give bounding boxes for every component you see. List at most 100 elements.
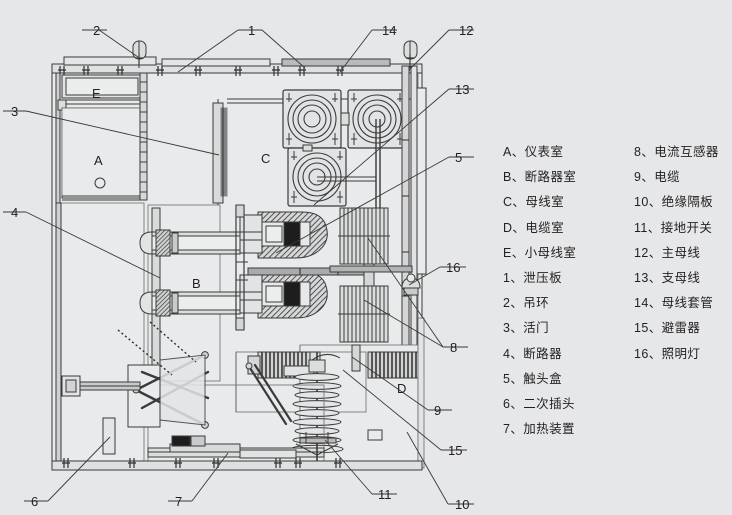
legend-text: 避雷器 <box>661 321 701 336</box>
legend-key: A、 <box>503 145 525 159</box>
legend-item-11: 11、接地开关 <box>634 216 719 241</box>
callout-number-5: 5 <box>455 150 463 165</box>
legend-item-E: E、小母线室 <box>503 241 576 266</box>
callout-leader-1b <box>261 29 306 69</box>
legend-item-5: 5、触头盒 <box>503 367 576 392</box>
callout-leader-15 <box>342 369 442 451</box>
legend-text: 电流互感器 <box>654 145 719 159</box>
legend-key: 13、 <box>634 270 662 285</box>
callout-leader-4 <box>25 211 161 279</box>
callout-leader-12 <box>408 29 450 71</box>
legend-text: 仪表室 <box>524 145 564 159</box>
callout-leader-7 <box>191 452 229 502</box>
callout-number-9: 9 <box>434 403 442 418</box>
legend-key: 5、 <box>503 371 524 386</box>
callout-number-13: 13 <box>455 82 470 97</box>
legend-text: 母线套管 <box>661 296 714 311</box>
legend-item-14: 14、母线套管 <box>634 291 719 316</box>
legend-item-6: 6、二次插头 <box>503 392 576 417</box>
callout-leader-5 <box>275 156 450 254</box>
callout-leader-1 <box>177 29 239 73</box>
callout-number-7: 7 <box>175 494 183 509</box>
contact-arm-upper <box>139 229 241 257</box>
legend-text: 二次插头 <box>523 396 575 411</box>
legend-key: 9、 <box>634 170 655 185</box>
legend-text: 主母线 <box>661 245 701 260</box>
callout-leader-13 <box>313 88 450 206</box>
compartment-letter-E: E <box>92 86 101 101</box>
callout-number-6: 6 <box>31 494 39 509</box>
legend-key: 4、 <box>503 346 524 361</box>
callout-leader-lines <box>3 29 474 505</box>
legend-text: 接地开关 <box>660 220 713 235</box>
legend-item-16: 16、照明灯 <box>634 342 719 367</box>
legend-text: 电缆 <box>654 170 681 185</box>
callout-leader-8b <box>367 237 444 348</box>
lifting-ring-left <box>132 40 147 68</box>
legend-text: 加热装置 <box>523 422 575 437</box>
callout-leader-3 <box>25 110 220 156</box>
earthing-switch <box>295 432 339 462</box>
bus-bushing-upper-left <box>282 89 342 149</box>
callout-number-4: 4 <box>11 205 19 220</box>
callout-number-12: 12 <box>459 23 474 38</box>
legend-item-B: B、断路器室 <box>503 165 576 190</box>
callout-leader-9 <box>351 356 429 411</box>
legend-key: E、 <box>503 245 525 260</box>
legend-key: 11、 <box>634 220 661 235</box>
legend-key: B、 <box>503 170 525 185</box>
callout-number-3: 3 <box>11 104 19 119</box>
legend-key: 7、 <box>503 422 524 437</box>
legend-key: 15、 <box>634 321 662 336</box>
contact-arm-lower <box>139 289 241 317</box>
callout-number-2: 2 <box>93 23 101 38</box>
legend-key: D、 <box>503 220 526 235</box>
legend-item-10: 10、绝缘隔板 <box>634 190 719 215</box>
legend-key: C、 <box>503 195 526 210</box>
callout-number-11: 11 <box>378 487 392 502</box>
legend-item-D: D、电缆室 <box>503 216 576 241</box>
legend-text: 电缆室 <box>525 220 565 235</box>
legend-key: 10、 <box>634 195 662 210</box>
callout-leader-8 <box>363 299 444 348</box>
secondary-plug <box>102 417 116 455</box>
legend-item-9: 9、电缆 <box>634 165 719 190</box>
legend-item-C: C、母线室 <box>503 190 576 215</box>
callout-number-15: 15 <box>448 443 463 458</box>
legend-item-3: 3、活门 <box>503 316 576 341</box>
legend-item-7: 7、加热装置 <box>503 417 576 442</box>
legend-key: 16、 <box>634 346 662 361</box>
legend-text: 断路器 <box>523 346 562 361</box>
callout-leader-10 <box>406 431 449 505</box>
callout-number-1: 1 <box>248 23 256 38</box>
lifting-ring-right <box>403 40 418 68</box>
legend-key: 3、 <box>503 321 524 336</box>
bus-bushing-upper-right <box>347 89 407 149</box>
legend-item-1: 1、泄压板 <box>503 266 576 291</box>
lighting-lamp <box>401 273 421 296</box>
legend-text: 照明灯 <box>661 346 701 361</box>
legend-item-4: 4、断路器 <box>503 342 576 367</box>
legend-key: 6、 <box>503 396 524 411</box>
callout-number-10: 10 <box>455 497 470 512</box>
legend-key: 8、 <box>634 145 655 159</box>
legend-text: 触头盒 <box>523 371 562 386</box>
compartment-letter-C: C <box>261 151 271 166</box>
contact-box-upper <box>239 211 328 259</box>
legend-text: 支母线 <box>661 270 701 285</box>
legend-item-8: 8、电流互感器 <box>634 140 719 165</box>
legend-text: 吊环 <box>523 296 550 311</box>
callout-number-16: 16 <box>446 260 461 275</box>
legend-text: 断路器室 <box>524 170 577 185</box>
legend-text: 活门 <box>523 321 550 336</box>
legend-item-12: 12、主母线 <box>634 241 719 266</box>
legend-key: 2、 <box>503 296 524 311</box>
legend-item-A: A、仪表室 <box>503 140 576 165</box>
legend-item-2: 2、吊环 <box>503 291 576 316</box>
callout-leader-16 <box>408 266 441 286</box>
legend-key: 14、 <box>634 296 662 311</box>
callout-leader-11 <box>324 439 373 495</box>
